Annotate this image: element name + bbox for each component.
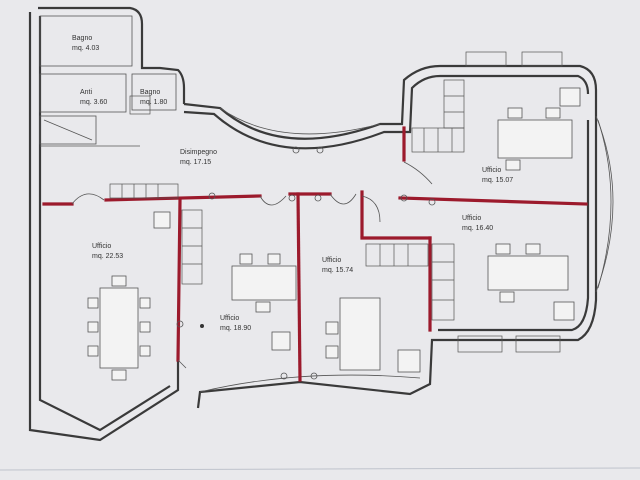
room-name-ufficio-1: Ufficio [482,167,501,174]
paper-edge [0,467,640,471]
room-name-bagno-1: Bagno [72,35,92,42]
room-name-ufficio-3: Ufficio [92,243,111,250]
room-name-anti: Anti [80,89,93,96]
room-name-ufficio-4: Ufficio [220,315,239,322]
structural-points [176,146,436,380]
room-area-disimpegno: mq. 17.15 [180,159,211,166]
service-rooms [39,15,177,147]
room-area-ufficio-3: mq. 22.53 [92,253,123,260]
room-area-ufficio-2: mq. 16.40 [462,225,493,232]
room-area-ufficio-5: mq. 15.74 [322,267,353,274]
room-area-ufficio-1: mq. 15.07 [482,177,513,184]
outer-walls [28,6,614,442]
room-area-bagno-2: mq. 1.80 [140,99,167,106]
room-labels: Bagno mq. 4.03 Anti mq. 3.60 Bagno mq. 1… [72,35,513,332]
shelving [109,51,563,353]
room-name-ufficio-5: Ufficio [322,257,341,264]
partition-walls [42,126,588,382]
room-name-disimpegno: Disimpegno [180,149,217,156]
room-name-ufficio-2: Ufficio [462,215,481,222]
doors [71,161,433,369]
room-name-bagno-2: Bagno [140,89,160,96]
furniture [87,87,581,381]
room-area-anti: mq. 3.60 [80,99,107,106]
room-area-ufficio-4: mq. 18.90 [220,325,251,332]
room-area-bagno-1: mq. 4.03 [72,45,99,52]
